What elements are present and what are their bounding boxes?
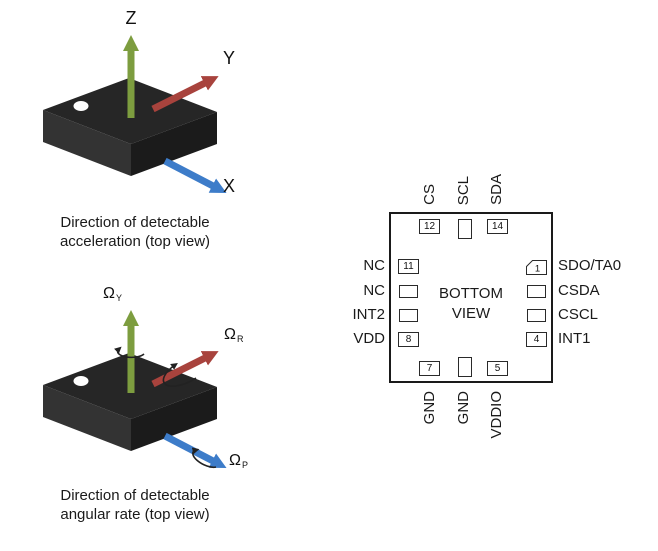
omega-symbol: Ω — [103, 285, 115, 302]
acceleration-chip-illustration — [43, 35, 227, 193]
pin-8: 8 — [398, 332, 419, 347]
x-axis-label: X — [222, 176, 235, 196]
pin-7: 7 — [419, 361, 440, 376]
yaw-rate-label: ΩY — [103, 285, 122, 303]
pin-label-gnd-6: GND — [455, 391, 472, 425]
roll-rotation-arrow — [162, 363, 197, 387]
pin-label-nc-10: NC — [363, 282, 385, 299]
y-axis-arrow — [151, 76, 219, 113]
omega-subscript: P — [241, 460, 248, 470]
pin-9-unnumbered — [399, 309, 418, 322]
pin-14: 14 — [487, 219, 508, 234]
pin-3-unnumbered — [527, 309, 546, 322]
pin-11: 11 — [398, 259, 419, 274]
package-center-line2: VIEW — [451, 305, 491, 322]
pitch-rate-label: ΩP — [229, 452, 248, 470]
acceleration-caption: Direction of detectable acceleration (to… — [10, 213, 260, 251]
pin-label-sda: SDA — [488, 174, 505, 205]
pin-label-vddio: VDDIO — [488, 391, 505, 439]
roll-axis-arrow — [151, 351, 219, 388]
pin-13-unnumbered — [458, 219, 472, 239]
angular-rate-caption-line1: Direction of detectable — [60, 487, 210, 504]
angular-rate-chip-illustration — [43, 310, 227, 469]
angular-rate-caption: Direction of detectable angular rate (to… — [10, 486, 260, 524]
pin-label-nc-11: NC — [363, 257, 385, 274]
pin-label-int2: INT2 — [352, 306, 385, 323]
package-outline-bottom-view: BOTTOM VIEW 12 14 7 5 11 8 1 4 — [389, 212, 553, 383]
omega-symbol: Ω — [224, 326, 236, 343]
pin-label-scl: SCL — [455, 175, 472, 205]
pin-label-sdo-ta0: SDO/TA0 — [558, 257, 622, 274]
angular-rate-caption-line2: angular rate (top view) — [60, 506, 210, 523]
pin-6-unnumbered — [458, 357, 472, 377]
pin-10-unnumbered — [399, 285, 418, 298]
pitch-rotation-arrow — [191, 447, 217, 469]
pin-5: 5 — [487, 361, 508, 376]
package-center-label: BOTTOM VIEW — [391, 284, 551, 324]
x-axis-arrow — [163, 157, 227, 193]
pin-4: 4 — [526, 332, 547, 347]
pin-1-number: 1 — [535, 264, 540, 275]
acceleration-caption-line1: Direction of detectable — [60, 214, 210, 231]
omega-subscript: Y — [115, 293, 122, 303]
pin-label-int1: INT1 — [558, 330, 591, 347]
pin-label-cscl: CSCL — [558, 306, 599, 323]
pin-label-gnd-7: GND — [421, 391, 438, 425]
acceleration-caption-line2: acceleration (top view) — [59, 233, 211, 250]
pin-label-vdd: VDD — [353, 330, 385, 347]
pin-2-unnumbered — [527, 285, 546, 298]
package-center-line1: BOTTOM — [439, 285, 503, 302]
pin-1-chamfered: 1 — [526, 260, 547, 275]
pin1-dot — [73, 101, 89, 111]
pitch-axis-arrow — [163, 432, 227, 468]
pin-label-cs: CS — [421, 184, 438, 205]
z-axis-label: Z — [125, 8, 137, 28]
yaw-rotation-arrow — [114, 346, 145, 359]
y-axis-label: Y — [222, 48, 235, 68]
pin1-dot — [73, 376, 89, 386]
pin-label-csda: CSDA — [558, 282, 600, 299]
roll-rate-label: ΩR — [224, 326, 243, 344]
omega-subscript: R — [236, 334, 244, 344]
pin-12: 12 — [419, 219, 440, 234]
omega-symbol: Ω — [229, 452, 241, 469]
